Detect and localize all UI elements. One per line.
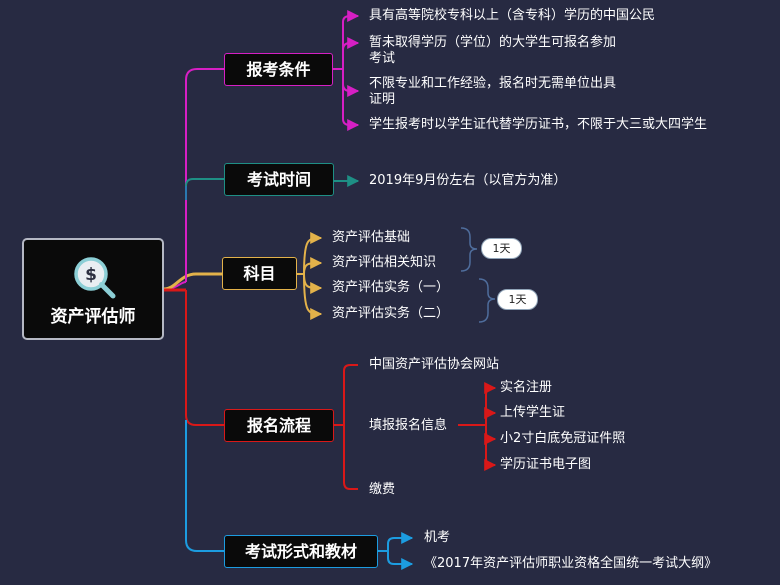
duration-badge-1[interactable]: 1天 <box>481 238 522 259</box>
format-item-1[interactable]: 机考 <box>424 530 451 545</box>
subjects-connectors <box>297 232 323 320</box>
process-sub-item-4[interactable]: 学历证书电子图 <box>500 457 592 472</box>
condition-item-4[interactable]: 学生报考时以学生证代替学历证书，不限于大三或大四学生 <box>369 117 708 132</box>
condition-item-3[interactable]: 不限专业和工作经验，报名时无需单位出具 <box>369 76 617 91</box>
condition-item-2[interactable]: 暂未取得学历（学位）的大学生可报名参加 <box>369 35 617 50</box>
trunk-line <box>185 68 224 552</box>
root-title: 资产评估师 <box>50 307 136 327</box>
process-sub-item-2[interactable]: 上传学生证 <box>500 405 566 420</box>
subject-item-4[interactable]: 资产评估实务（二） <box>332 306 450 321</box>
process-sub-item-3[interactable]: 小2寸白底免冠证件照 <box>500 431 626 446</box>
subjects-brackets <box>460 227 496 323</box>
condition-item-3-cont: 证明 <box>369 92 396 107</box>
process-connectors <box>334 364 497 490</box>
condition-item-2-cont: 考试 <box>369 51 396 66</box>
money-magnifier-icon: $ <box>74 257 116 299</box>
svg-text:$: $ <box>85 265 97 285</box>
format-connectors <box>378 532 414 570</box>
topic-time[interactable]: 考试时间 <box>224 163 334 196</box>
format-item-2[interactable]: 《2017年资产评估师职业资格全国统一考试大纲》 <box>424 556 718 571</box>
process-sub-item-1[interactable]: 实名注册 <box>500 380 553 395</box>
duration-badge-2[interactable]: 1天 <box>497 289 538 310</box>
conditions-connectors <box>333 10 360 131</box>
subject-item-1[interactable]: 资产评估基础 <box>332 230 411 245</box>
topic-subjects[interactable]: 科目 <box>222 257 297 290</box>
topic-conditions[interactable]: 报考条件 <box>224 53 333 86</box>
time-item[interactable]: 2019年9月份左右（以官方为准） <box>369 173 567 188</box>
topic-format[interactable]: 考试形式和教材 <box>224 535 378 568</box>
subject-item-3[interactable]: 资产评估实务（一） <box>332 280 450 295</box>
process-item-website[interactable]: 中国资产评估协会网站 <box>369 357 500 372</box>
topic-process[interactable]: 报名流程 <box>224 409 334 442</box>
root-connectors <box>163 272 222 292</box>
process-item-payment[interactable]: 缴费 <box>369 482 396 497</box>
condition-item-1[interactable]: 具有高等院校专科以上（含专科）学历的中国公民 <box>369 8 656 23</box>
root-node[interactable]: $ 资产评估师 <box>22 238 164 340</box>
process-item-fill-info[interactable]: 填报报名信息 <box>369 418 448 433</box>
subject-item-2[interactable]: 资产评估相关知识 <box>332 255 437 270</box>
